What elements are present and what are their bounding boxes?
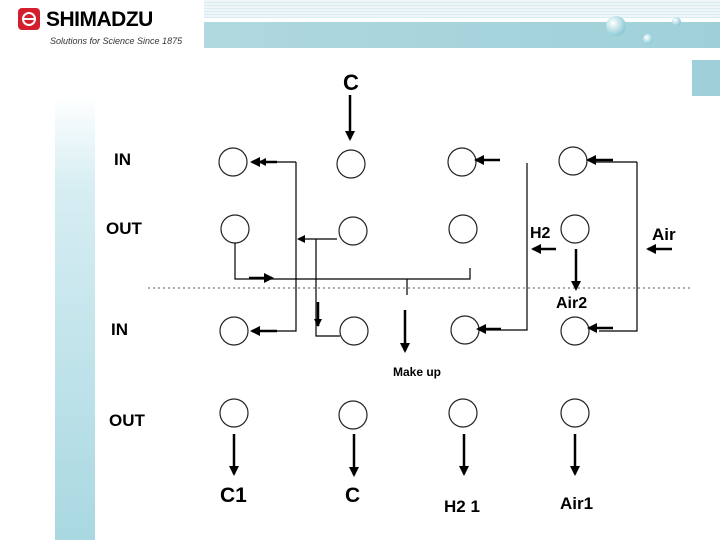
label-carrier-in: C: [343, 70, 359, 95]
port-circle: [447, 147, 477, 177]
label-h2-1: H2 1: [444, 497, 480, 516]
label-make-up: Make up: [393, 365, 441, 379]
connection-line: [315, 239, 340, 337]
brand-tagline: Solutions for Science Since 1875: [50, 36, 183, 46]
port-circle: [560, 214, 590, 244]
port-circle: [338, 400, 368, 430]
side-teal-block: [692, 60, 720, 96]
port-circle: [560, 316, 590, 346]
row-label-out-top: OUT: [106, 219, 143, 238]
row-label-in-bottom: IN: [111, 320, 128, 339]
port-circle: [338, 216, 368, 246]
left-decor-strip: [55, 96, 95, 540]
label-c-out: C: [345, 484, 360, 507]
connection-line: [599, 162, 638, 332]
label-air2: Air2: [556, 295, 587, 312]
bubble-icon: [672, 17, 681, 26]
port-circle: [558, 146, 588, 176]
port-circle: [560, 398, 590, 428]
port-circle: [339, 316, 369, 346]
port-circle: [218, 147, 248, 177]
shimadzu-logo-icon: [18, 8, 40, 30]
label-air: Air: [652, 225, 676, 244]
port-circle: [448, 398, 478, 428]
bubble-icon: [606, 16, 626, 36]
logo: SHIMADZU Solutions for Science Since 187…: [0, 0, 204, 60]
port-circle: [220, 214, 250, 244]
bubble-icon: [643, 34, 653, 44]
label-air1: Air1: [560, 494, 593, 513]
port-circle: [219, 398, 249, 428]
port-circle: [450, 315, 480, 345]
row-label-in-top: IN: [114, 150, 131, 169]
row-label-out-bottom: OUT: [109, 411, 146, 430]
port-circle: [336, 149, 366, 179]
connection-line: [234, 243, 471, 280]
port-circle: [219, 316, 249, 346]
label-h2: H2: [530, 225, 551, 242]
label-c1: C1: [220, 484, 247, 507]
connection-line: [481, 163, 528, 331]
connection-line: [259, 162, 297, 332]
port-circle: [448, 214, 478, 244]
brand-name: SHIMADZU: [46, 8, 153, 31]
